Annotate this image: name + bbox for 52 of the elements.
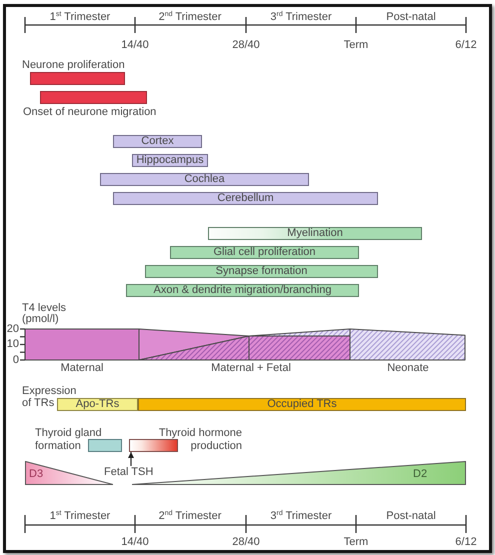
bar-label: Apo-TRs [76,399,120,410]
region-label: Maternal [60,362,104,375]
bar-label: Thyroid hormone production [158,427,242,452]
row-label: Expression of TRs [22,385,76,409]
tick-label: 6/12 [455,39,477,52]
bar-label: Neurone proliferation [22,58,125,72]
arrow [128,452,134,466]
bar-label: Thyroid gland formation [35,427,103,452]
timeline-bar [132,154,208,167]
trimester-label: 2$^{nd}$ Trimester [158,510,222,522]
timeline-bar [100,173,309,186]
trimester-label: 1$^{st}$ Trimester [50,510,110,522]
bar-label: Synapse formation [216,266,308,277]
bar-label: Myelination [287,228,343,239]
tick-label: 28/40 [232,536,260,549]
period-label: Post-natal [386,11,436,24]
timeline-bar [126,284,359,297]
timeline-bar [138,398,466,411]
bar-label: Cochlea [184,174,225,185]
trimester-label: 3$^{rd}$ Trimester [270,11,332,24]
axis-tick-label: 10 [6,338,19,350]
axis-title: T4 levels (pmol/l) [22,303,68,325]
trimester-label: 2$^{nd}$ Trimester [158,11,222,24]
bar-label: Glial cell proliferation [213,247,316,258]
bar-label: Occupied TRs [267,399,337,410]
region-label: Maternal + Fetal [211,362,291,375]
axis-tick-label: 20 [6,322,19,336]
timeline-bar [113,135,202,148]
annotation-label: Fetal TSH [104,466,154,479]
tick-label: Term [344,39,368,52]
tick-label: 14/40 [121,536,149,549]
trimester-label: 1$^{st}$ Trimester [50,11,110,24]
timeline-bar [57,398,138,411]
timeline-bar [208,227,422,240]
timeline-bar [113,192,378,205]
period-label: Post-natal [386,510,436,522]
wedge-label: D2 [413,468,428,481]
trimester-label: 3$^{rd}$ Trimester [270,510,332,522]
region-label: Neonate [387,362,429,375]
bar-label: Axon & dendrite migration/branching [154,285,332,296]
bar-label: Onset of neurone migration [23,106,156,118]
tick-label: 28/40 [232,39,260,52]
bar-label: Cerebellum [217,193,274,204]
timeline-bar [145,265,378,278]
tick-label: 14/40 [121,39,149,52]
tick-label: 6/12 [455,536,477,549]
tick-label: Term [344,536,368,549]
bar-label: Cortex [141,136,174,147]
axis-tick-label: 0 [12,354,19,366]
bar-label: Hippocampus [136,155,204,166]
timeline-bar [170,246,359,259]
wedge-label: D3 [29,468,44,481]
